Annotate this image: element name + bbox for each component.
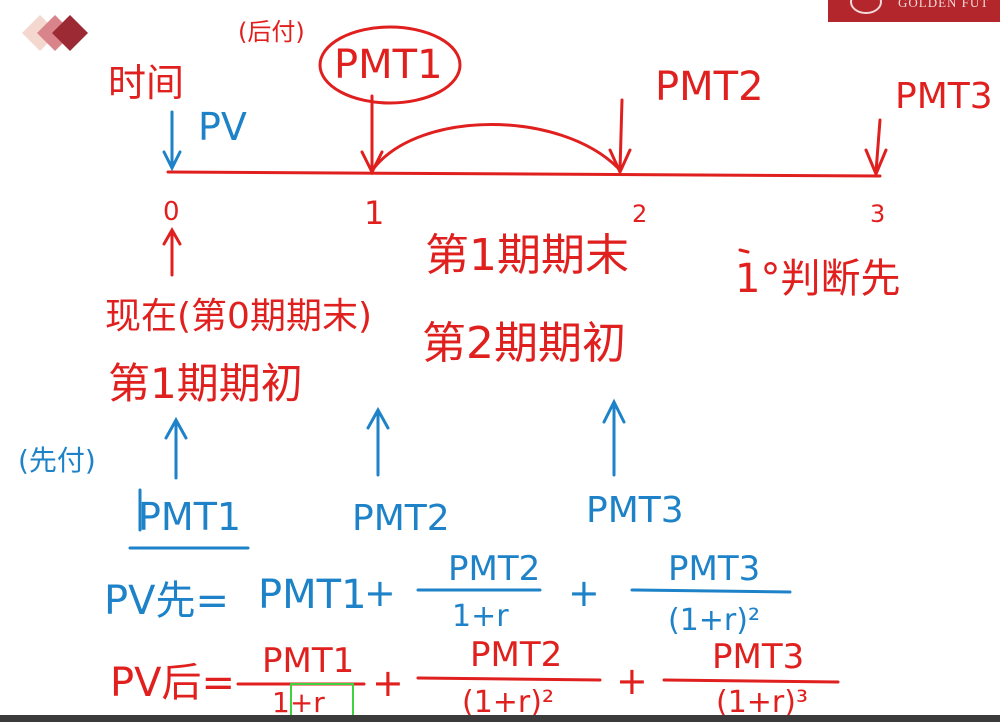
pv-prepaid-plus2: +	[568, 571, 600, 615]
judge-first-note: 1°判断先	[735, 256, 900, 302]
pv-label: PV	[198, 105, 247, 149]
tick-1: 1	[364, 194, 384, 232]
now-note: 现在(第0期期末)	[105, 296, 372, 337]
pmt3-arrow	[874, 118, 882, 174]
brand-text: GOLDEN FUT	[898, 0, 990, 10]
pv-prepaid-plus1: +	[364, 571, 396, 615]
brand-banner: GOLDEN FUT	[828, 0, 1000, 22]
bottom-bar	[0, 715, 1000, 722]
pmt3-bottom-label: PMT3	[586, 490, 684, 531]
judge-underline	[738, 248, 750, 254]
pmt2-arrow	[618, 98, 624, 172]
pv-prepaid-t2-den: 1+r	[452, 599, 509, 634]
tick-2: 2	[632, 200, 647, 228]
timeline-group	[162, 25, 888, 277]
pmt2-bottom-label: PMT2	[352, 498, 450, 539]
postpaid-label: (后付)	[238, 18, 305, 46]
pv-prepaid-t1: PMT1	[258, 572, 367, 618]
period-arc	[372, 123, 620, 170]
pmt2-label: PMT2	[655, 64, 764, 110]
pv-postpaid-t1-den: 1+r	[272, 686, 325, 719]
pv-prepaid-t3-den: (1+r)²	[668, 603, 760, 638]
pmt1-box-label: PMT1	[138, 495, 241, 539]
period2-begin-note: 第2期期初	[422, 318, 626, 369]
prepaid-label: (先付)	[18, 444, 96, 477]
pv-postpaid-t1-num: PMT1	[262, 641, 354, 681]
pv-postpaid-t2-den: (1+r)²	[462, 685, 554, 720]
tick-0: 0	[163, 197, 180, 227]
pv-postpaid-lhs: PV后=	[110, 660, 235, 706]
blue-arrows	[128, 110, 792, 594]
pv-postpaid-plus1: +	[372, 661, 404, 705]
pmt3-label: PMT3	[895, 76, 993, 117]
period1-end-note: 第1期期末	[425, 230, 629, 281]
pv-prepaid-t2-num: PMT2	[448, 549, 540, 589]
pv-prepaid-t3-num: PMT3	[668, 549, 760, 589]
pmt1-circle	[318, 25, 462, 105]
timeline-axis	[166, 170, 882, 178]
pv-postpaid-plus2: +	[616, 659, 648, 703]
timeline-label: 时间	[108, 61, 184, 105]
fraction-line-2	[630, 588, 792, 594]
logo-diamonds-icon	[22, 15, 88, 51]
pmt1-label: PMT1	[334, 42, 443, 88]
pv-prepaid-lhs: PV先=	[104, 578, 229, 624]
period1-begin-note: 第1期期初	[108, 359, 303, 408]
pv-postpaid-t3-den: (1+r)³	[716, 685, 808, 720]
tick-3: 3	[870, 200, 885, 228]
pv-postpaid-t3-num: PMT3	[712, 637, 804, 677]
pv-postpaid-t2-num: PMT2	[470, 635, 562, 675]
